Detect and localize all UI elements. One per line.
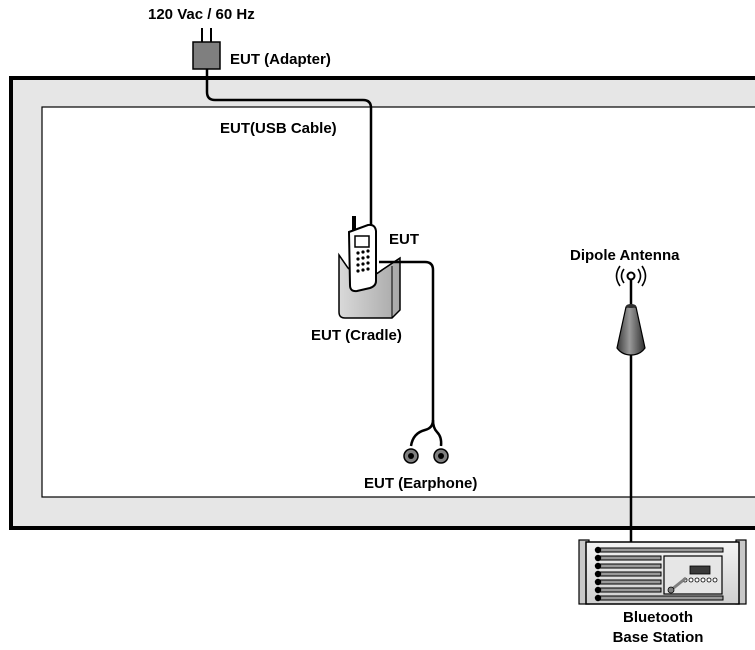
usb-cable — [205, 69, 373, 232]
power-label: 120 Vac / 60 Hz — [148, 6, 255, 23]
adapter-label: EUT (Adapter) — [230, 51, 331, 68]
eut-label: EUT — [389, 231, 419, 248]
earphone-label: EUT (Earphone) — [364, 475, 478, 492]
usb-cable-label: EUT(USB Cable) — [220, 120, 337, 137]
base-station-label-line1: Bluetooth — [623, 609, 693, 626]
base-station-label-line2: Base Station — [612, 629, 704, 646]
adapter-icon — [192, 28, 221, 70]
earbud-right-icon — [433, 448, 449, 464]
antenna-signal-icon — [615, 265, 647, 287]
earphone-cable — [379, 260, 435, 420]
antenna-label: Dipole Antenna — [570, 247, 680, 264]
base-station-icon — [578, 539, 747, 605]
phone-icon — [347, 216, 377, 293]
cradle-label: EUT (Cradle) — [311, 327, 402, 344]
earbud-left-icon — [403, 448, 419, 464]
